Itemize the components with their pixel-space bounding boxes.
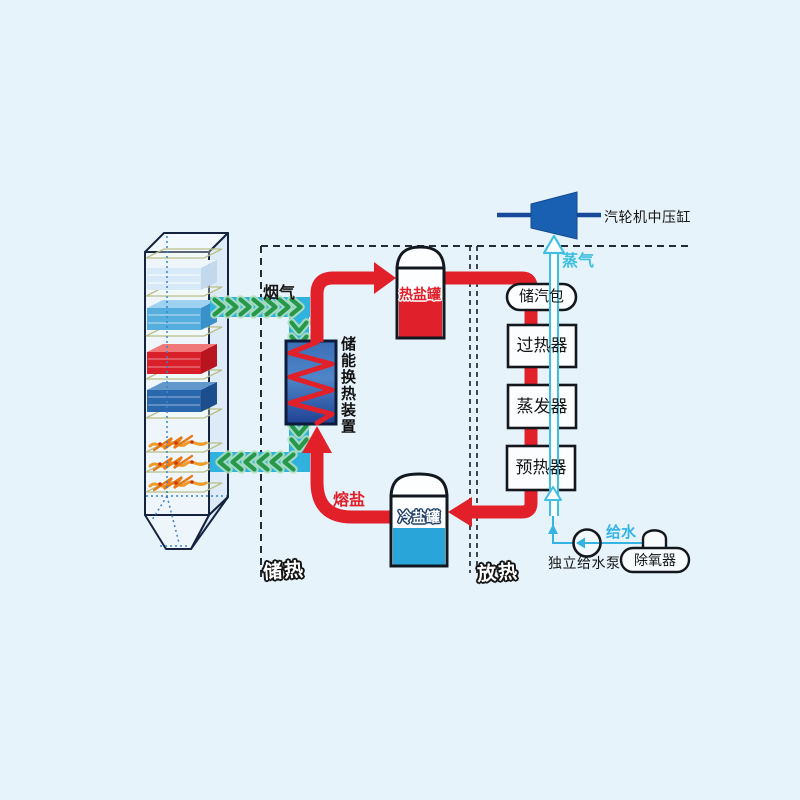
deaerator-dome — [641, 529, 668, 548]
steam-drum-shape — [505, 282, 578, 312]
arrow-into-exchanger — [302, 426, 332, 453]
hot-salt-tank — [395, 245, 446, 340]
hot-tank-dome — [395, 245, 446, 271]
steam-arrow-core — [550, 247, 558, 516]
storage-heat-exchanger — [284, 339, 338, 426]
feedwater-system — [548, 516, 691, 574]
feedwater-arrow-up — [548, 524, 558, 534]
steam-train — [505, 282, 578, 492]
boiler-bank-pale — [147, 260, 217, 290]
deaerator-shape — [619, 546, 691, 574]
turbine-casing — [530, 191, 578, 240]
boiler-bank-darkblue — [147, 382, 217, 412]
boiler-bank-blue — [147, 300, 217, 330]
cold-tank-salt-level — [393, 528, 445, 565]
evaporator-box — [506, 383, 578, 430]
pipe-cold-tank-to-exchanger — [310, 450, 393, 524]
arrow-into-hot-tank — [374, 262, 396, 294]
superheater-box — [506, 323, 578, 369]
hot-tank-salt-level — [399, 299, 442, 337]
steam-flow — [542, 234, 566, 516]
boiler-hopper-front — [144, 514, 210, 550]
feedwater-arrowhead-preheater — [544, 486, 562, 501]
element-tray-1 — [145, 434, 223, 453]
turbine — [497, 191, 601, 240]
feedwater-arrow-left — [576, 537, 585, 549]
heat-exchanger-coil — [287, 339, 335, 426]
pipe-exchanger-to-hot-tank — [310, 271, 376, 342]
molten-salt-arrowheads — [302, 262, 472, 527]
arrow-into-cold-tank — [448, 497, 472, 527]
boiler-dotted-lines — [146, 236, 227, 547]
cold-tank-dome — [389, 472, 449, 499]
boiler-bank-red — [147, 344, 217, 374]
element-tray-3 — [145, 474, 223, 493]
steam-arrowhead-turbine — [542, 234, 566, 255]
cold-salt-tank — [389, 472, 449, 568]
preheater-box — [505, 444, 577, 492]
